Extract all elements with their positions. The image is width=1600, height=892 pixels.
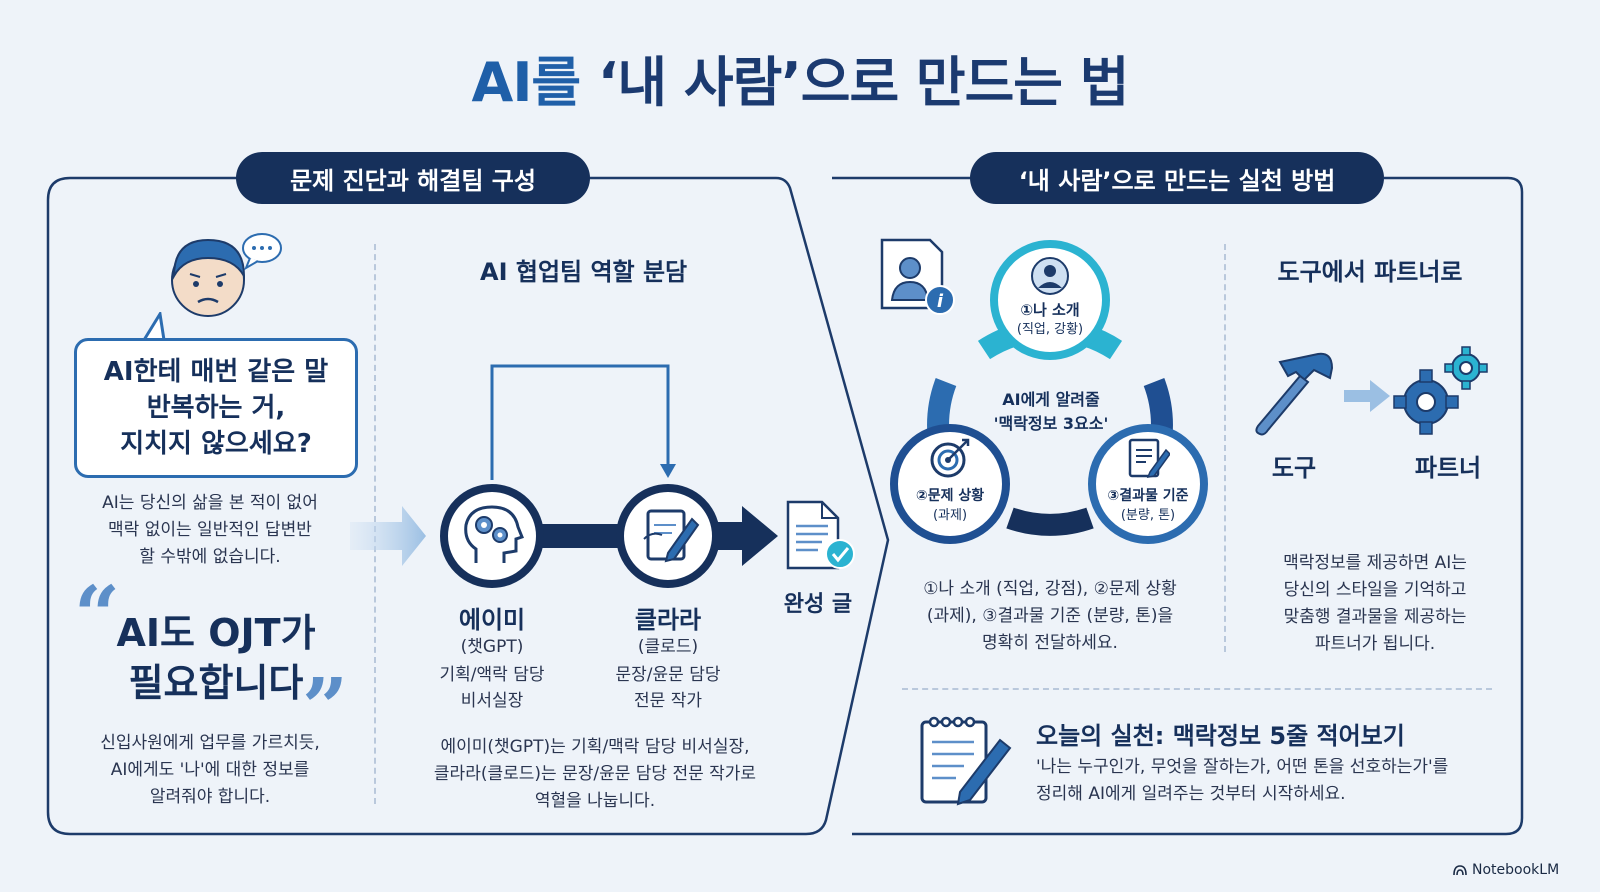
gear-head-icon xyxy=(464,505,524,563)
amy-circle xyxy=(440,484,544,588)
ojt-note-line-2: AI에게도 '나'에 대한 정보를 xyxy=(110,760,310,780)
speech-dots-icon xyxy=(242,233,282,270)
ojt-note-line-1: 신입사원에게 업무를 가르치듯, xyxy=(100,733,320,753)
cycle-node-3 xyxy=(1088,424,1208,544)
context-note-line-1: AI는 당신의 삶을 본 적이 없어 xyxy=(102,493,318,513)
cycle-description: ①나 소개 (직업, 강점), ②문제 상황 (과제), ③결과물 기준 (분량… xyxy=(880,576,1220,657)
edit-document-icon xyxy=(1128,438,1170,478)
partner-description: 맥락정보를 제공하면 AI는 당신의 스타일을 기억하고 맞춤행 결과물을 제공… xyxy=(1240,550,1510,658)
tool-to-partner-arrow xyxy=(1344,380,1390,412)
context-cycle-diagram xyxy=(890,240,1208,544)
partner-label: 파트너 xyxy=(1414,454,1482,482)
amy-role-1: 기획/액락 담당 xyxy=(439,665,545,685)
question-bubble: AI한테 매번 같은 말 반복하는 거, 지치지 않으세요? xyxy=(74,338,358,478)
checked-document-icon xyxy=(786,500,855,570)
quote-line-2: 필요합니다 xyxy=(128,661,304,705)
result-label: 완성 글 xyxy=(783,592,853,617)
cycle-center-line-2: '맥락정보 3요소' xyxy=(993,414,1109,433)
page-title: AI를 ‘내 사람’으로 만드는 법 xyxy=(0,38,1600,117)
cycle-center-line-1: AI에게 알려줄 xyxy=(1002,390,1100,409)
left-panel-header: 문제 진단과 해결팀 구성 xyxy=(236,152,590,204)
team-title: AI 협업팀 역할 분담 xyxy=(480,258,688,286)
left-panel-border xyxy=(46,176,890,836)
cycle-node-2 xyxy=(890,424,1010,544)
cycle-center: AI에게 알려줄 '맥락정보 3요소' xyxy=(976,388,1126,436)
cycle-item-2-label: ②문제 상황 xyxy=(915,488,985,504)
profile-info-icon: i xyxy=(880,238,955,315)
tool-label: 도구 xyxy=(1271,454,1317,482)
partner-desc-line-4: 파트너가 됩니다. xyxy=(1314,634,1436,654)
practice-divider xyxy=(902,688,1492,690)
cycle-item-1-label: ①나 소개 xyxy=(1020,301,1080,319)
cycle-item-2: ②문제 상황 (과제) xyxy=(900,486,1000,526)
notepad-pen-icon xyxy=(920,716,1012,806)
notebooklm-watermark: NotebookLM xyxy=(1452,862,1559,878)
target-icon xyxy=(930,438,970,478)
bubble-line-1: AI한테 매번 같은 말 xyxy=(103,357,329,387)
team-description: 에이미(챗GPT)는 기획/맥락 담당 비서실장, 클라라(클로드)는 문장/윤… xyxy=(400,734,790,815)
cycle-node-1 xyxy=(990,240,1110,360)
clara-role-1: 문장/윤문 담당 xyxy=(615,665,721,685)
incoming-arrow xyxy=(350,506,426,566)
open-quote-mark: “ xyxy=(74,568,121,662)
svg-text:i: i xyxy=(937,291,944,312)
bubble-line-2: 반복하는 거, xyxy=(146,393,286,423)
cycle-desc-line-1: ①나 소개 (직업, 강점), ②문제 상황 xyxy=(923,579,1177,599)
context-note-line-2: 맥락 없이는 일반적인 답변반 xyxy=(108,520,312,540)
worried-person-icon xyxy=(171,238,246,317)
ojt-note: 신입사원에게 업무를 가르치듯, AI에게도 '나'에 대한 정보를 알려줘야 … xyxy=(60,730,360,811)
context-note: AI는 당신의 삶을 본 적이 없어 맥락 없이는 일반적인 답변반 할 수밖에… xyxy=(60,490,360,571)
title-prefix: AI를 xyxy=(471,51,582,114)
context-note-line-3: 할 수밖에 없습니다. xyxy=(139,547,281,567)
clara-name: 클라라 xyxy=(634,606,702,634)
partner-desc-line-1: 맥락정보를 제공하면 AI는 xyxy=(1283,553,1467,573)
cycle-item-3-sub: (분량, 톤) xyxy=(1120,508,1176,523)
team-desc-line-2: 클라라(클로드)는 문장/윤문 담당 전문 작가로 xyxy=(433,764,757,784)
right-divider xyxy=(1224,244,1226,652)
ojt-quote: AI도 OJT가 필요합니다 xyxy=(96,608,336,708)
practice-desc-line-2: 정리해 AI에게 일려주는 것부터 시작하세요. xyxy=(1036,784,1346,804)
cycle-item-1: ①나 소개 (직업, 강황) xyxy=(1000,300,1100,340)
partner-title: 도구에서 파트너로 xyxy=(1277,258,1463,286)
feedback-loop-line xyxy=(490,364,670,480)
amy-model: (챗GPT) xyxy=(460,637,524,657)
clara-model: (클로드) xyxy=(637,637,699,657)
cycle-item-3: ③결과물 기준 (분량, 톤) xyxy=(1092,486,1204,526)
notebooklm-logo-icon xyxy=(1453,865,1467,876)
user-icon xyxy=(1031,257,1069,295)
partner-desc-line-3: 맞춤행 결과물을 제공하는 xyxy=(1283,607,1467,627)
partner-desc-line-2: 당신의 스타일을 기억하고 xyxy=(1283,580,1467,600)
cycle-desc-line-2: (과제), ③결과물 기준 (분량, 톤)을 xyxy=(926,606,1174,626)
amy-clara-connector xyxy=(536,524,626,548)
team-flow-diagram xyxy=(350,364,778,588)
clara-role-2: 전문 작가 xyxy=(634,691,702,711)
practice-description: '나는 누구인가, 무엇을 잘하는가, 어떤 톤을 선호하는가'를 정리해 AI… xyxy=(1036,754,1516,808)
hammer-icon xyxy=(1255,352,1334,436)
ojt-note-line-3: 알려줘야 합니다. xyxy=(149,787,271,807)
gears-icon xyxy=(1393,346,1488,435)
amy-role-2: 비서실장 xyxy=(460,691,524,711)
bubble-line-3: 지치지 않으세요? xyxy=(120,429,312,459)
cycle-desc-line-3: 명확히 전달하세요. xyxy=(982,633,1118,653)
pen-document-icon xyxy=(643,509,700,563)
bubble-tail xyxy=(142,312,166,341)
amy-name: 에이미 xyxy=(458,606,526,634)
cycle-item-1-sub: (직업, 강황) xyxy=(1016,322,1084,337)
right-panel-border xyxy=(832,176,1524,836)
watermark-text: NotebookLM xyxy=(1472,862,1560,878)
team-desc-line-3: 역혈을 나눕니다. xyxy=(534,791,656,811)
cycle-arc-bottom xyxy=(1006,507,1094,536)
cycle-item-3-label: ③결과물 기준 xyxy=(1107,488,1189,504)
team-desc-line-1: 에이미(챗GPT)는 기획/맥락 담당 비서실장, xyxy=(440,737,750,757)
right-panel-header: ‘내 사람’으로 만드는 실천 방법 xyxy=(970,152,1384,204)
practice-title: 오늘의 실천: 맥락정보 5줄 적어보기 xyxy=(1036,722,1405,750)
feedback-loop-arrowhead xyxy=(660,464,676,478)
close-quote-mark: ” xyxy=(302,660,349,754)
quote-line-1: AI도 OJT가 xyxy=(116,611,316,655)
practice-desc-line-1: '나는 누구인가, 무엇을 잘하는가, 어떤 톤을 선호하는가'를 xyxy=(1036,757,1449,777)
title-rest: ‘내 사람’으로 만드는 법 xyxy=(580,51,1130,114)
outgoing-arrow xyxy=(710,506,778,566)
cycle-item-2-sub: (과제) xyxy=(932,508,968,523)
